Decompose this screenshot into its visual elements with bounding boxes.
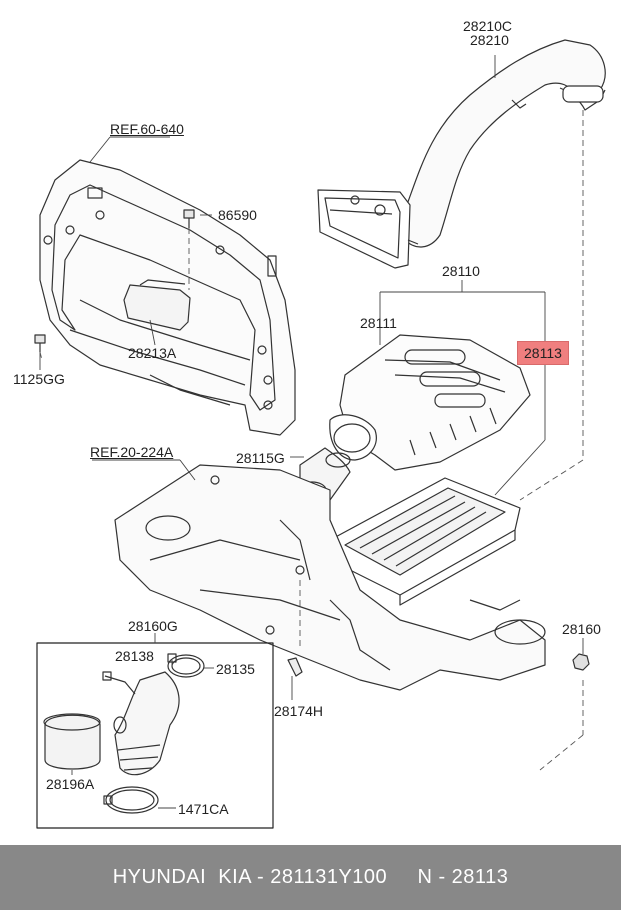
callout-28160: 28160 xyxy=(562,621,601,637)
air-cleaner-cover-28111 xyxy=(329,334,531,471)
leader-lines xyxy=(39,55,584,809)
callout-28138: 28138 xyxy=(115,648,154,664)
parts-diagram xyxy=(34,39,606,829)
callout-28115g: 28115G xyxy=(236,450,285,466)
callout-28213a: 28213A xyxy=(128,345,177,361)
intake-duct-28210 xyxy=(317,39,606,269)
air-cleaner-lower-case xyxy=(114,464,546,691)
clip-28174h xyxy=(287,657,303,677)
bolt-86590 xyxy=(183,209,195,228)
callout-28135: 28135 xyxy=(216,661,255,677)
callout-1471ca: 1471CA xyxy=(178,801,229,817)
callout-28111: 28111 xyxy=(360,315,397,331)
dashed-guide-lines xyxy=(39,110,584,771)
callout-ref-20-224a: REF.20-224A xyxy=(90,444,174,460)
callout-28160g: 28160G xyxy=(128,618,178,634)
callout-1125gg: 1125GG xyxy=(13,371,65,387)
callout-28196a: 28196A xyxy=(46,776,95,792)
callout-28113-highlight: 28113 xyxy=(517,341,569,365)
nut-28160 xyxy=(572,653,590,671)
callout-86590: 86590 xyxy=(218,207,257,223)
footer-text: HYUNDAI KIA - 281131Y100 N - 28113 xyxy=(112,866,509,888)
callout-ref-60-640: REF.60-640 xyxy=(110,121,184,137)
bracket-28213a xyxy=(123,279,191,331)
callout-28210c: 28210C xyxy=(463,18,513,34)
part-number-footer: HYUNDAI KIA - 281131Y100 N - 28113 xyxy=(0,845,621,910)
bolt-1125gg xyxy=(34,334,46,352)
callout-28210: 28210 xyxy=(470,32,509,48)
callout-28174h: 28174H xyxy=(274,703,324,719)
callout-28110: 28110 xyxy=(442,263,480,279)
